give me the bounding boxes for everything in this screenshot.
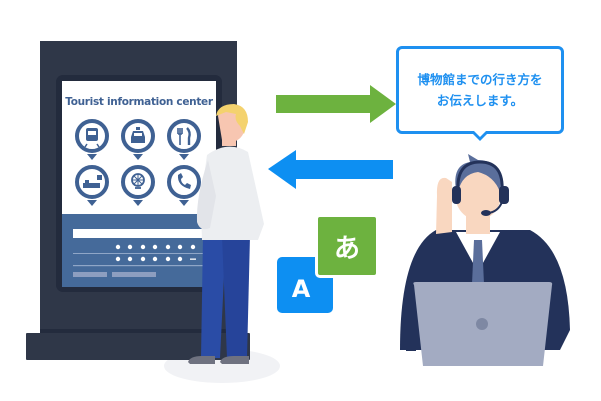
tourist-figure — [188, 104, 264, 364]
translate-target-icon: あ — [315, 214, 379, 278]
speech-bubble-line-2: お伝えします。 — [436, 93, 524, 108]
kiosk-title: Tourist information center — [65, 96, 213, 108]
taxi-icon — [121, 119, 155, 160]
speech-bubble-tail-inner — [473, 130, 487, 137]
train-icon — [75, 119, 109, 160]
ferris-wheel-icon — [121, 165, 155, 206]
hotel-bed-icon — [75, 165, 109, 206]
kiosk-icons — [75, 119, 201, 206]
restaurant-icon — [167, 119, 201, 160]
operator-figure — [400, 154, 570, 366]
arrow-left-icon — [268, 150, 393, 189]
speech-bubble: 博物館までの行き方を お伝えします。 — [396, 46, 564, 134]
arrow-right-icon — [276, 85, 396, 123]
phone-icon — [167, 165, 201, 206]
speech-bubble-line-1: 博物館までの行き方を — [417, 72, 543, 87]
